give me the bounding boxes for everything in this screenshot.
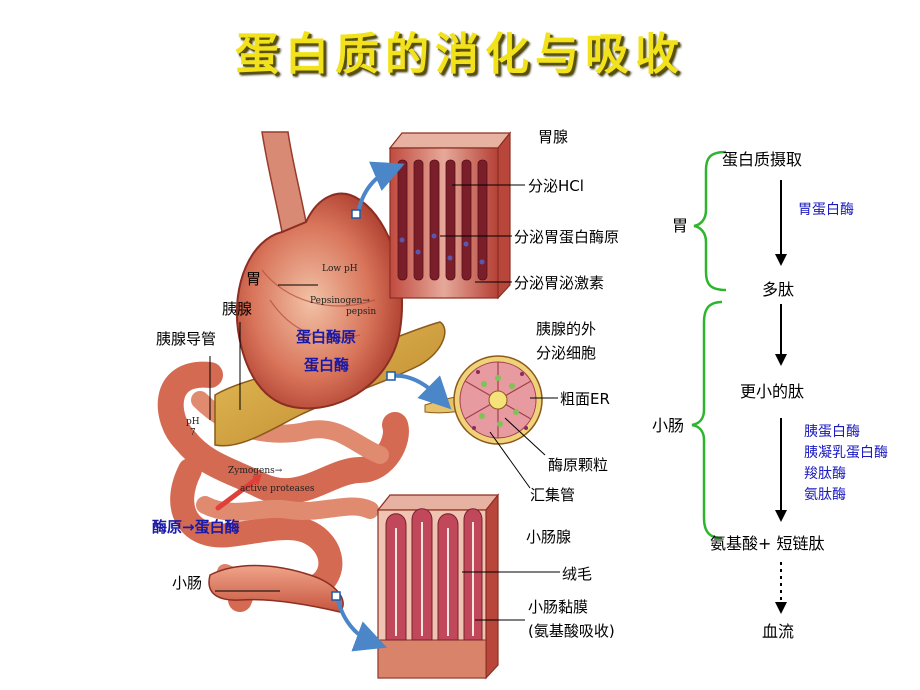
label-zymogen-to-protease: 酶原→蛋白酶 — [152, 518, 240, 536]
flow-step-amino-acids: 氨基酸+ 短链肽 — [710, 534, 825, 553]
label-rough-er: 粗面ER — [560, 390, 610, 408]
label-secrete-gastrin: 分泌胃泌激素 — [514, 274, 605, 292]
label-zymogen-granule: 酶原颗粒 — [548, 456, 609, 474]
low-ph-tag: Low pH — [322, 264, 358, 274]
label-stomach-gland: 胃腺 — [538, 128, 569, 146]
label-villi: 绒毛 — [562, 565, 593, 583]
flow-step-protein-intake: 蛋白质摄取 — [722, 150, 803, 169]
label-small-intestine: 小肠 — [172, 574, 203, 592]
label-mucosa: 小肠黏膜 — [528, 598, 589, 616]
label-exocrine-line2: 分泌细胞 — [536, 344, 597, 362]
esophagus — [261, 131, 307, 234]
slide-title: 蛋白质的消化与吸收 — [235, 29, 685, 80]
label-pepsin: 蛋白酶 — [304, 356, 350, 374]
activation-arrow — [215, 475, 261, 511]
flow-bracket-label-intestine: 小肠 — [652, 416, 685, 435]
flow-step-polypeptide: 多肽 — [762, 280, 795, 299]
zymogens-tag: Zymogens→ — [228, 466, 283, 476]
pancreatic-acinus — [424, 355, 543, 445]
pepsin-en-tag: pepsin — [346, 307, 377, 317]
label-collecting-duct: 汇集管 — [530, 486, 576, 504]
gastric-gland-block — [388, 131, 512, 300]
ph-tag: pH — [186, 417, 200, 427]
flow-enzyme-aminopeptidase: 氨肽酶 — [804, 487, 846, 503]
flow-enzyme-pepsin: 胃蛋白酶 — [798, 202, 854, 218]
active-proteases-tag: active proteases — [240, 484, 315, 494]
pepsinogen-en-tag: Pepsinogen→ — [310, 296, 370, 306]
flow-enzyme-carboxypeptidase: 羧肽酶 — [804, 466, 846, 482]
flow-step-smaller-peptide: 更小的肽 — [740, 382, 805, 401]
label-intestinal-gland: 小肠腺 — [526, 528, 572, 546]
flow-enzyme-trypsin: 胰蛋白酶 — [804, 424, 860, 440]
label-pancreatic-duct: 胰腺导管 — [156, 330, 217, 348]
label-absorption: (氨基酸吸收) — [528, 622, 615, 640]
label-pepsinogen: 蛋白酶原 — [296, 328, 357, 346]
zoom-arrows — [335, 161, 452, 652]
flow-bracket-label-stomach: 胃 — [672, 216, 689, 235]
label-secrete-hcl: 分泌HCl — [528, 177, 584, 195]
label-secrete-pepsinogen: 分泌胃蛋白酶原 — [514, 228, 620, 246]
label-exocrine-line1: 胰腺的外 — [536, 320, 597, 338]
ph-value-tag: 7 — [190, 428, 196, 438]
flow-step-bloodstream: 血流 — [762, 622, 795, 641]
intestinal-villi-block — [376, 493, 500, 680]
label-pancreas: 胰腺 — [222, 300, 253, 318]
flow-enzyme-chymotrypsin: 胰凝乳蛋白酶 — [804, 445, 888, 461]
label-stomach: 胃 — [246, 270, 262, 288]
